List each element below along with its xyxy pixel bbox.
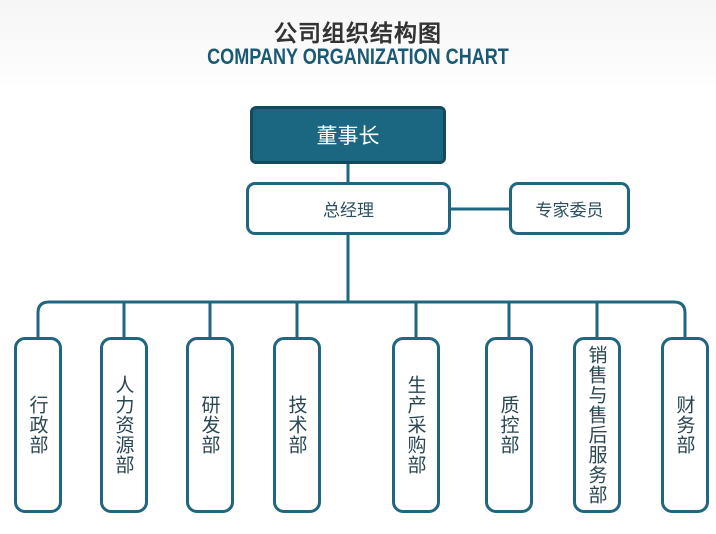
dept-sales-service: 销售与售后服务部 [573, 337, 621, 513]
connector-dept-bus [36, 300, 687, 337]
page-title: 公司组织结构图 [274, 21, 442, 47]
dept-finance: 财务部 [661, 337, 709, 513]
dept-rnd: 研发部 [186, 337, 234, 513]
dept-quality: 质控部 [485, 337, 533, 513]
dept-hr: 人力资源部 [100, 337, 148, 513]
general-manager-node: 总经理 [246, 182, 451, 235]
header-banner: 公司组织结构图 COMPANY ORGANIZATION CHART [0, 0, 716, 88]
chairman-node: 董事长 [250, 106, 446, 164]
dept-production-purchasing: 生产采购部 [392, 337, 440, 513]
dept-admin: 行政部 [14, 337, 62, 513]
page-subtitle: COMPANY ORGANIZATION CHART [207, 44, 509, 69]
dept-tech: 技术部 [273, 337, 321, 513]
expert-committee-node: 专家委员 [509, 182, 630, 235]
